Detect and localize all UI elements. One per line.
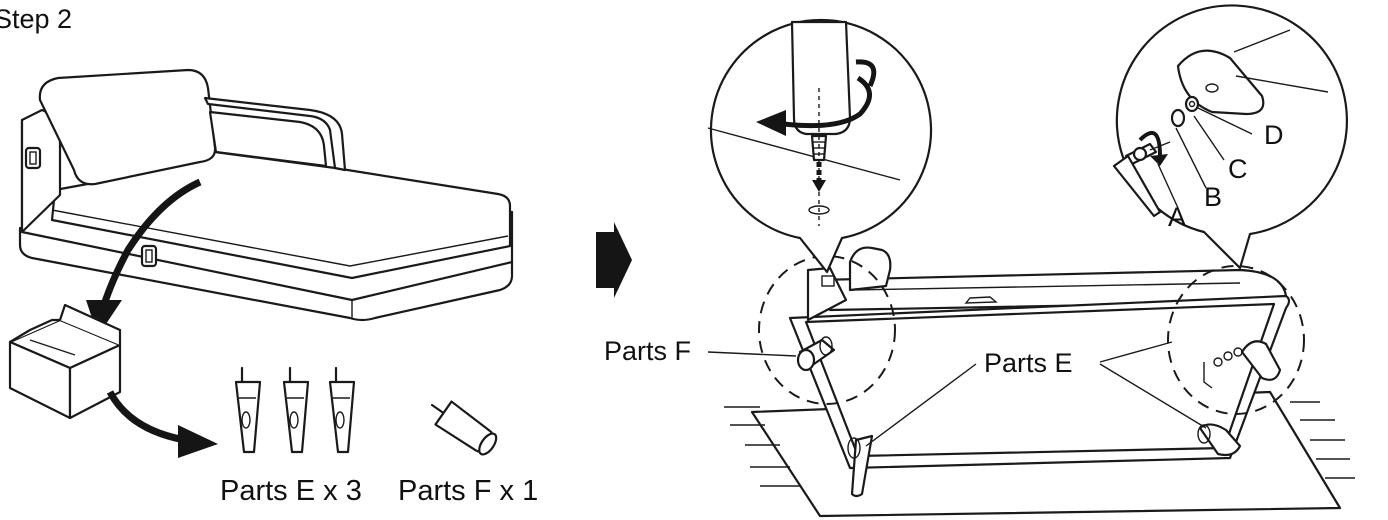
detail-circle-right [1167, 265, 1305, 415]
parts-box [8, 303, 122, 420]
leaders-parts-e [865, 341, 1207, 447]
chaise-sofa-upright [18, 68, 514, 322]
part-f-leg [430, 400, 498, 456]
parts-e-caption: Parts E x 3 [220, 475, 362, 507]
parts-f-caption: Parts F x 1 [398, 475, 538, 507]
label-parts-f: Parts F [604, 336, 691, 366]
label-hardware-d: D [1264, 120, 1284, 150]
label-hardware-c: C [1228, 154, 1248, 184]
label-parts-e: Parts E [984, 348, 1073, 378]
callout-hardware-detail [1112, 4, 1348, 270]
callout-leg-f-detail [707, 19, 933, 274]
parts-e-legs [234, 366, 356, 454]
detail-circle-left [758, 255, 896, 405]
sofa-upside-down [788, 246, 1291, 498]
label-hardware-a: A [1168, 202, 1186, 232]
curved-arrow-to-parts-icon [106, 390, 218, 458]
step-title: Step 2 [0, 4, 72, 34]
next-step-arrow-icon [596, 222, 632, 298]
leader-parts-f [707, 351, 797, 357]
label-hardware-b: B [1204, 182, 1222, 212]
